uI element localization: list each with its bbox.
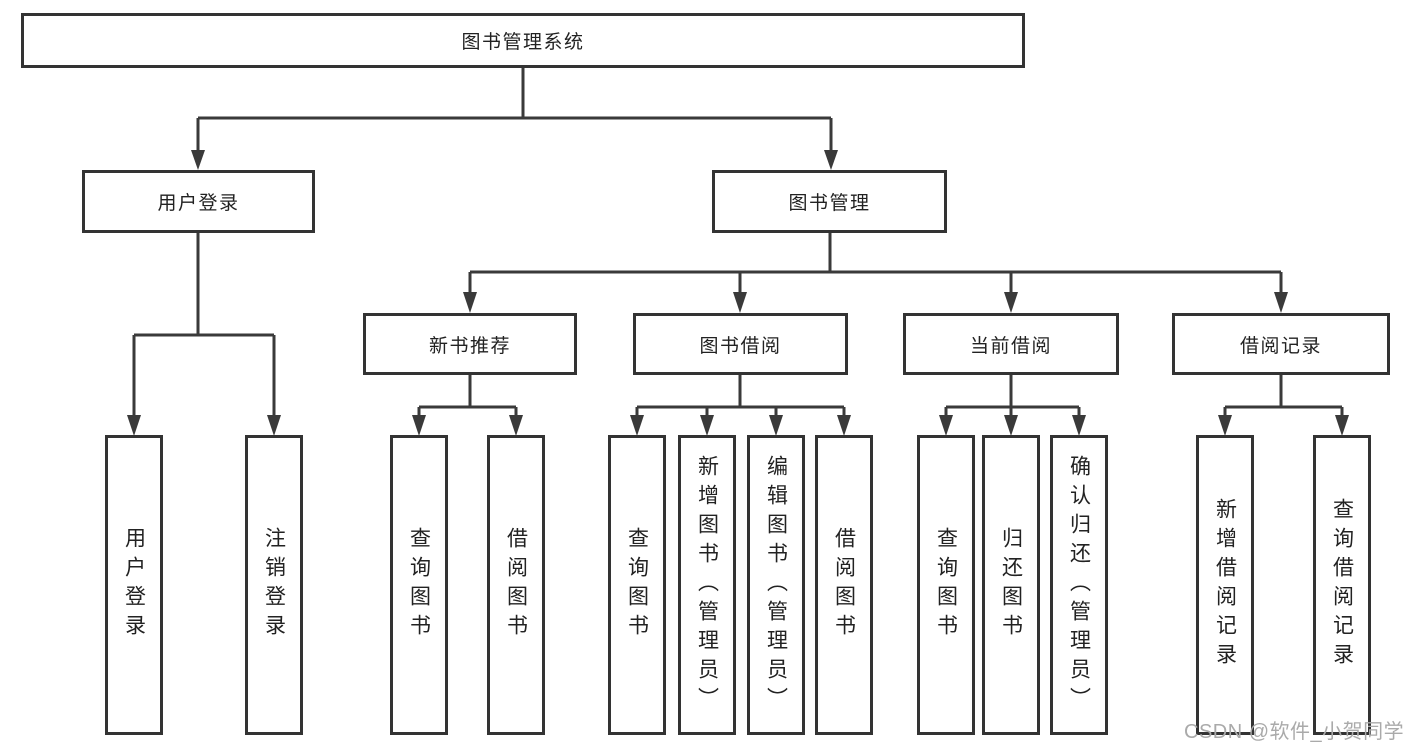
- leaf-label: 查询图书: [625, 527, 649, 643]
- leaf-record-add-borrow-record: 新增借阅记录: [1196, 435, 1254, 735]
- leaf-borrow-add-book-admin: 新增图书（管理员）: [678, 435, 736, 735]
- connector-current-borrow-children: [939, 375, 1086, 436]
- node-label: 图书借阅: [699, 335, 782, 357]
- leaf-current-return-book: 归还图书: [982, 435, 1040, 735]
- leaf-newbook-borrow-book: 借阅图书: [487, 435, 545, 735]
- leaf-label: 编辑图书（管理员）: [764, 454, 788, 716]
- leaf-borrow-edit-book-admin: 编辑图书（管理员）: [747, 435, 805, 735]
- connector-root-to-level2: [191, 68, 838, 170]
- leaf-label: 新增借阅记录: [1213, 498, 1237, 672]
- leaf-label: 归还图书: [999, 527, 1023, 643]
- connector-user-login-children: [127, 233, 281, 436]
- node-label: 图书管理: [788, 193, 871, 214]
- leaf-borrow-query-book: 查询图书: [608, 435, 666, 735]
- leaf-newbook-query-book: 查询图书: [390, 435, 448, 735]
- leaf-label: 查询图书: [934, 527, 958, 643]
- leaf-label: 查询借阅记录: [1330, 498, 1354, 672]
- leaf-borrow-borrow-book: 借阅图书: [815, 435, 873, 735]
- leaf-label: 注销登录: [262, 527, 286, 643]
- leaf-label: 查询图书: [407, 527, 431, 643]
- node-book-management: 图书管理: [712, 170, 947, 233]
- node-borrow-record: 借阅记录: [1172, 313, 1390, 375]
- leaf-label: 确认归还（管理员）: [1067, 454, 1091, 716]
- node-user-login: 用户登录: [82, 170, 315, 233]
- leaf-label: 新增图书（管理员）: [695, 454, 719, 716]
- node-root-system: 图书管理系统: [21, 13, 1025, 68]
- leaf-label: 用户登录: [122, 527, 146, 643]
- node-label: 借阅记录: [1239, 335, 1322, 357]
- leaf-label: 借阅图书: [832, 527, 856, 643]
- node-new-book-recommend: 新书推荐: [363, 313, 577, 375]
- connector-new-book-children: [412, 375, 523, 436]
- leaf-label: 借阅图书: [504, 527, 528, 643]
- connector-borrow-record-children: [1218, 375, 1349, 436]
- connector-book-management-children: [463, 233, 1288, 313]
- csdn-watermark: CSDN @软件_小贺同学: [1184, 721, 1405, 743]
- leaf-current-confirm-return-admin: 确认归还（管理员）: [1050, 435, 1108, 735]
- connector-book-borrow-children: [630, 375, 851, 436]
- leaf-current-query-book: 查询图书: [917, 435, 975, 735]
- node-label: 用户登录: [157, 193, 240, 214]
- node-label: 当前借阅: [969, 335, 1052, 357]
- leaf-logout-login: 注销登录: [245, 435, 303, 735]
- node-label: 新书推荐: [428, 335, 511, 357]
- node-book-borrow: 图书借阅: [633, 313, 848, 375]
- leaf-user-login: 用户登录: [105, 435, 163, 735]
- node-label: 图书管理系统: [461, 32, 585, 53]
- leaf-record-query-borrow-record: 查询借阅记录: [1313, 435, 1371, 735]
- node-current-borrow: 当前借阅: [903, 313, 1119, 375]
